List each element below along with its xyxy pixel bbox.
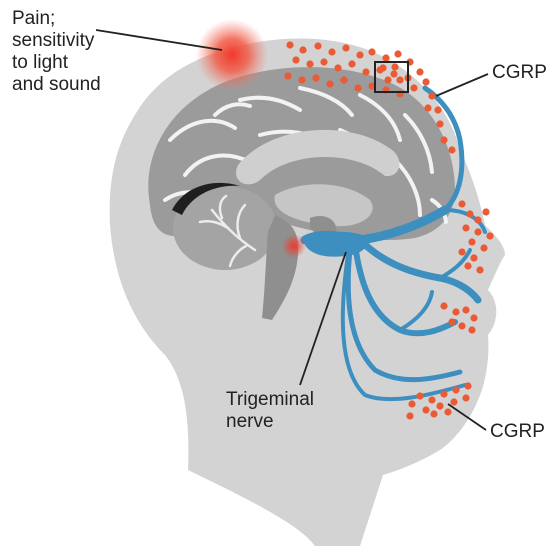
cgrp-dot [448,318,455,325]
cgrp-dot [410,84,417,91]
cgrp-dot [470,314,477,321]
cgrp-dot [448,146,455,153]
cgrp-dot [396,76,403,83]
trigeminal-label-line: Trigeminal [226,389,314,411]
cgrp-dot [480,244,487,251]
cgrp-dot [428,92,435,99]
cgrp-dot [416,392,423,399]
cgrp-dot [486,232,493,239]
cgrp-dot [284,72,291,79]
cgrp-dot [292,56,299,63]
cgrp-dot [444,408,451,415]
cgrp-dot [348,60,355,67]
cgrp-dot [368,48,375,55]
cgrp-top-label: CGRP [492,62,547,84]
cgrp-dot [464,262,471,269]
cgrp-dot [476,266,483,273]
cgrp-dot [306,60,313,67]
cgrp-dot [416,68,423,75]
cgrp-dot [452,386,459,393]
cgrp-dot [340,76,347,83]
brainstem-glow [282,234,306,258]
trigeminal-label-line: nerve [226,411,314,433]
cgrp-dot [466,210,473,217]
cgrp-dot [320,58,327,65]
cgrp-dot [440,136,447,143]
cgrp-dot [354,84,361,91]
trigeminal-label: Trigeminal nerve [226,389,314,433]
cgrp-dot [356,51,363,58]
cgrp-dot [462,224,469,231]
pain-label: Pain; sensitivity to light and sound [12,8,101,96]
cgrp-dot [474,228,481,235]
cgrp-dot [384,76,391,83]
cgrp-dot [468,326,475,333]
cgrp-dot [394,50,401,57]
cgrp-dot [462,306,469,313]
cgrp-dot [342,44,349,51]
cgrp-dot [298,76,305,83]
cgrp-dot [326,80,333,87]
cgrp-dot [406,412,413,419]
cgrp-dot [452,308,459,315]
pain-glow [196,19,268,91]
cgrp-dot [299,46,306,53]
cgrp-dot [474,216,481,223]
cgrp-dot [314,42,321,49]
cgrp-dot [440,390,447,397]
cgrp-dot [436,120,443,127]
cgrp-dot [440,302,447,309]
pain-label-line: Pain; [12,8,101,30]
cgrp-dot [468,238,475,245]
cgrp-dot [362,68,369,75]
cgrp-dot [458,248,465,255]
cgrp-dot [286,41,293,48]
cgrp-dot [428,396,435,403]
cgrp-dot [422,78,429,85]
cgrp-dot [334,64,341,71]
cgrp-dot [430,410,437,417]
cgrp-dot [462,394,469,401]
cgrp-dot [434,106,441,113]
cgrp-dot [391,63,398,70]
cgrp-dot [436,402,443,409]
cgrp-dot [424,104,431,111]
cgrp-dot [458,200,465,207]
cgrp-dot [450,398,457,405]
cgrp-bottom-label: CGRP [490,421,545,443]
cgrp-dot [408,400,415,407]
pain-label-line: sensitivity [12,30,101,52]
cgrp-dot [422,406,429,413]
cgrp-dot [470,254,477,261]
cgrp-dot [390,70,397,77]
pain-label-line: and sound [12,74,101,96]
cgrp-dot [458,322,465,329]
cgrp-dot [328,48,335,55]
cgrp-dot [382,54,389,61]
pain-label-line: to light [12,52,101,74]
cgrp-dot [482,208,489,215]
cgrp-dot [464,382,471,389]
cgrp-top-leader-line [436,74,488,96]
cgrp-dot [379,64,386,71]
cgrp-dot [312,74,319,81]
